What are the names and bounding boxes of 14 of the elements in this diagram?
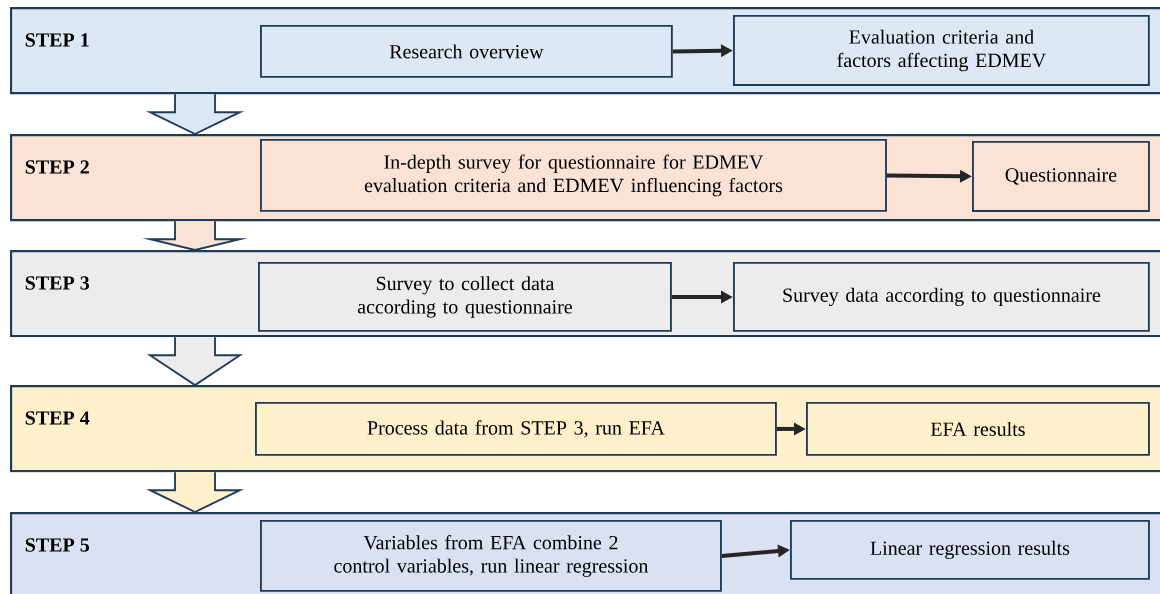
block-arrow: [146, 336, 244, 387]
process-box: Research overview: [260, 25, 673, 78]
process-box: EFA results: [806, 402, 1150, 456]
block-arrow: [145, 93, 245, 136]
process-box: Linear regression results: [790, 520, 1150, 580]
process-box: Survey data according to questionnaire: [733, 262, 1150, 332]
process-box: Questionnaire: [972, 141, 1150, 212]
process-box: Variables from EFA combine 2 control variables, run linear regression: [260, 520, 722, 592]
process-box: Survey to collect data according to questionnaire: [258, 262, 672, 332]
block-arrow: [145, 471, 245, 514]
block-arrow: [142, 220, 248, 251]
process-box: In-depth survey for questionnaire for EDMEV evaluation criteria and EDMEV influencing factors: [260, 139, 887, 212]
process-box: Process data from STEP 3, run EFA: [255, 402, 777, 456]
process-box: Evaluation criteria and factors affecting EDMEV: [733, 15, 1150, 86]
